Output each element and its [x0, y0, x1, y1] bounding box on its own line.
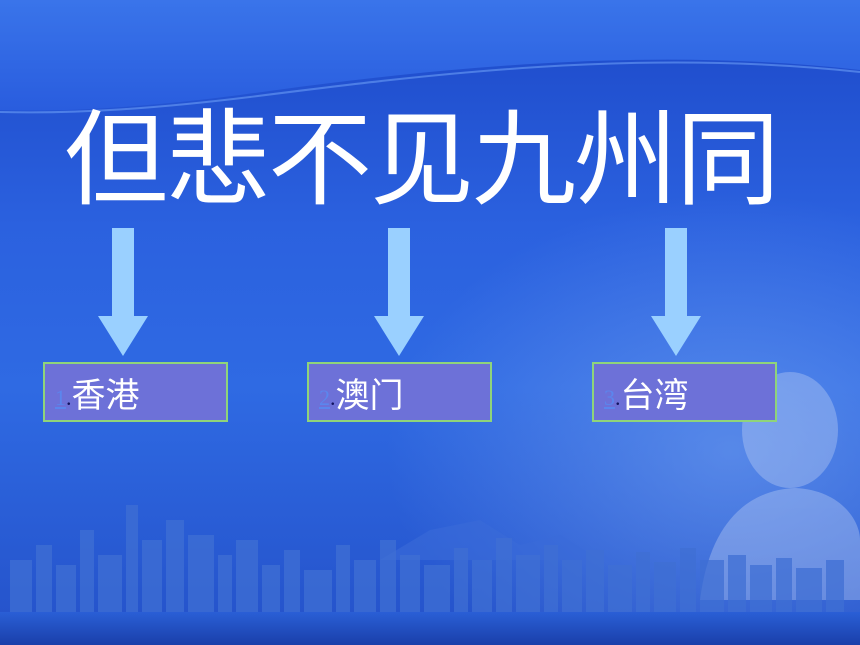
- down-arrow-icon: [651, 228, 701, 356]
- item-separator: .: [66, 385, 72, 410]
- item-number[interactable]: 1: [55, 385, 66, 410]
- item-number[interactable]: 3: [604, 385, 615, 410]
- item-number[interactable]: 2: [319, 385, 330, 410]
- item-label: 台湾: [620, 375, 689, 416]
- item-box-hong-kong[interactable]: 1 . 香港: [43, 362, 228, 422]
- slide-title: 但悲不见九州同: [64, 99, 780, 221]
- down-arrow-icon: [374, 228, 424, 356]
- down-arrow-icon: [98, 228, 148, 356]
- harbor-water: [0, 612, 860, 645]
- item-box-macau[interactable]: 2 . 澳门: [307, 362, 492, 422]
- item-separator: .: [330, 385, 336, 410]
- item-label: 香港: [71, 375, 140, 416]
- item-box-taiwan[interactable]: 3 . 台湾: [592, 362, 777, 422]
- item-label: 澳门: [335, 375, 404, 416]
- item-separator: .: [615, 385, 621, 410]
- city-skyline: [10, 505, 844, 615]
